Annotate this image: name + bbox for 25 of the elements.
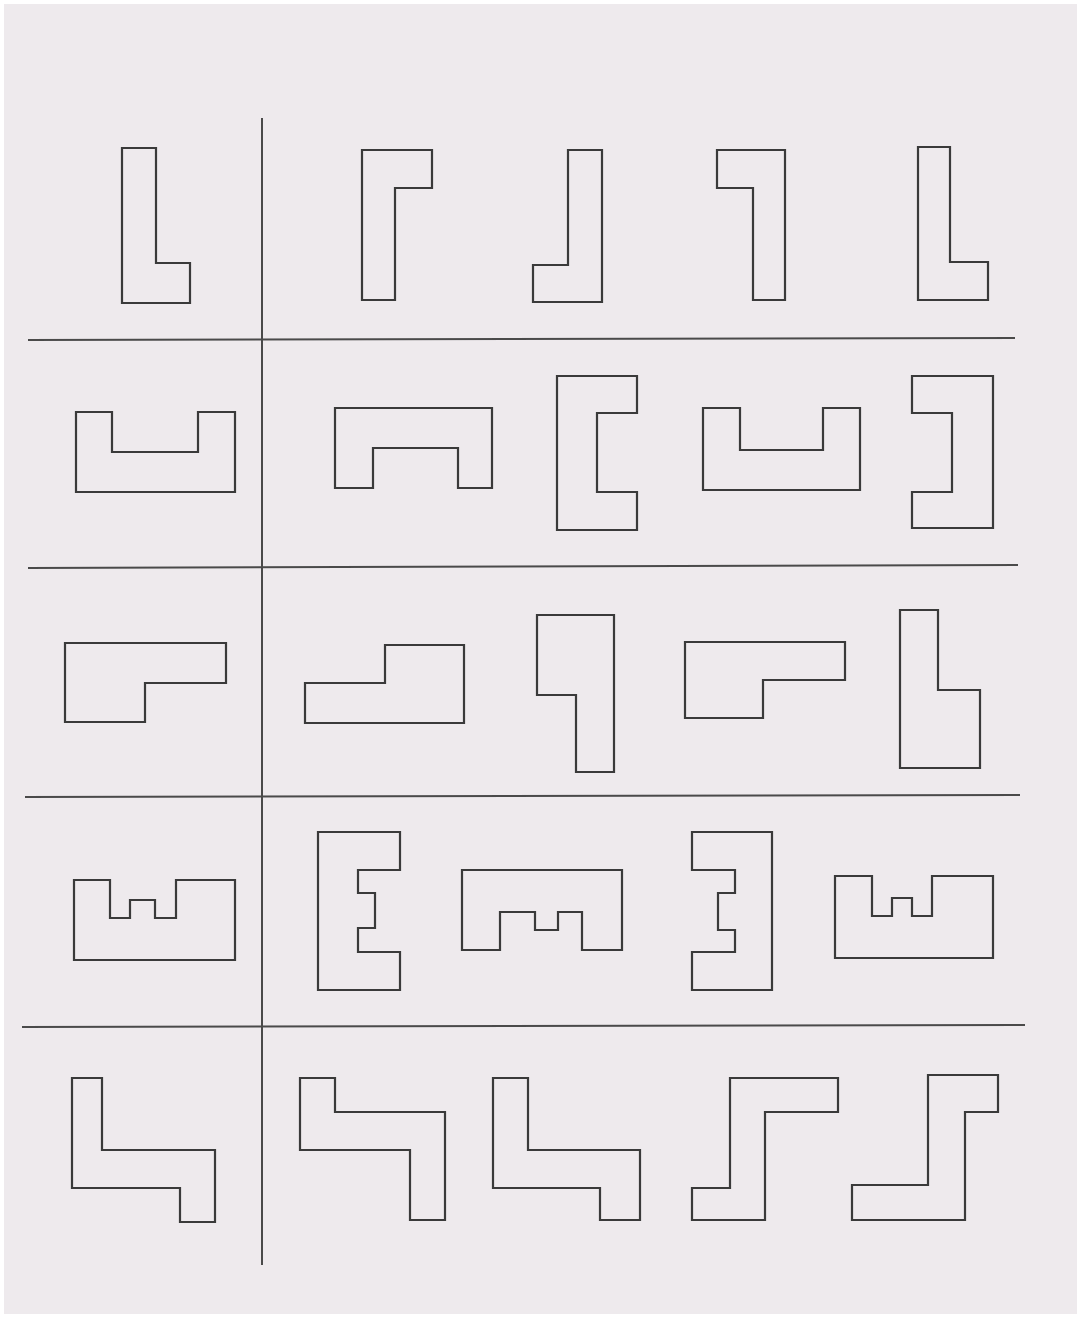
shape-outline	[701, 406, 862, 492]
shape-outline	[120, 146, 192, 305]
shape-outline	[833, 874, 995, 960]
shape-outline	[850, 1073, 1000, 1222]
shape-outline	[683, 640, 847, 720]
shape-outline	[690, 1076, 840, 1222]
shape-outline	[63, 641, 228, 724]
shape-outline	[898, 608, 982, 770]
shape-outline	[74, 410, 237, 494]
shape-outline	[535, 613, 616, 774]
shape-outline	[70, 1076, 217, 1224]
shape-outline	[333, 406, 494, 490]
shape-outline	[916, 145, 990, 302]
shape-outline	[72, 878, 237, 962]
shape-outline	[303, 643, 466, 725]
shape-outline	[715, 148, 787, 302]
shape-outline	[298, 1076, 447, 1222]
shape-outline	[491, 1076, 642, 1222]
shape-outline	[360, 148, 434, 302]
shape-outline	[555, 374, 639, 532]
shape-outline	[910, 374, 995, 530]
shape-outline	[531, 148, 604, 304]
shape-outline	[316, 830, 402, 992]
shape-outline	[460, 868, 624, 952]
shape-outline	[690, 830, 774, 992]
